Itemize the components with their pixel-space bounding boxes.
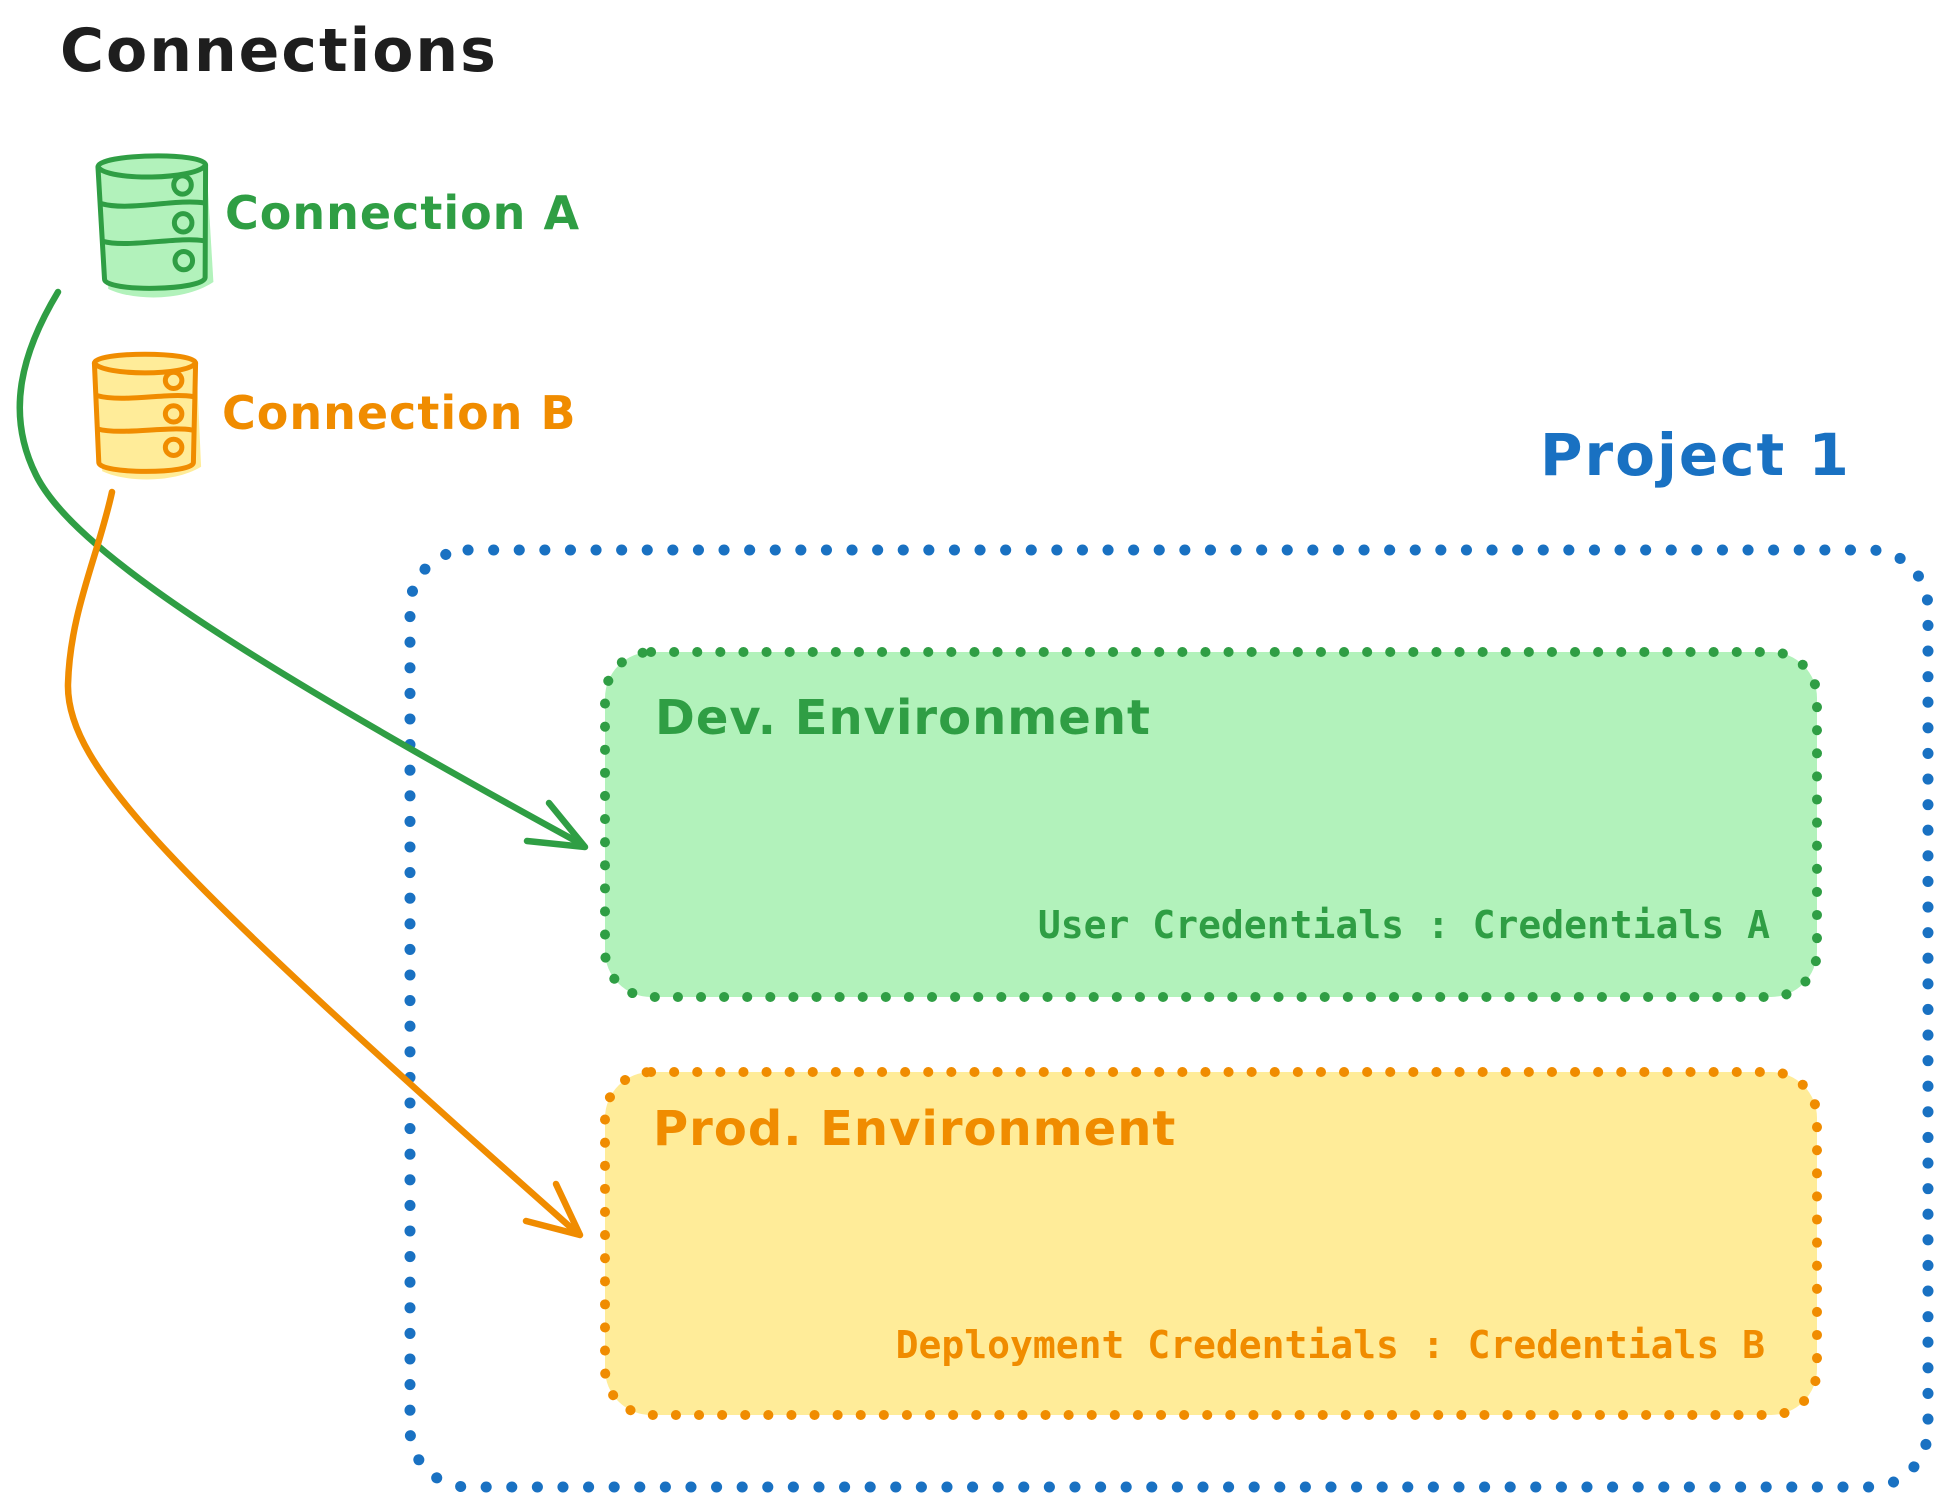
dev-credentials-text: User Credentials : Credentials A [1037,903,1770,947]
project-title: Project 1 [1540,421,1851,489]
dev-environment-box [600,647,1822,1002]
arrowhead-icon [523,799,589,851]
arrowhead-icon [522,1180,584,1239]
connection-b-arrow [64,488,584,1239]
connection-b-label: Connection B [222,386,577,440]
database-icon [98,155,214,298]
dev-environment-label: Dev. Environment [655,690,1151,746]
prod-credentials-text: Deployment Credentials : Credentials B [895,1323,1765,1367]
prod-environment-box [600,1067,1822,1420]
diagram-title: Connections [60,16,498,86]
connection-a-arrow [16,288,589,851]
connection-a-label: Connection A [225,186,581,240]
prod-environment-label: Prod. Environment [653,1101,1177,1157]
database-icon [94,354,202,480]
